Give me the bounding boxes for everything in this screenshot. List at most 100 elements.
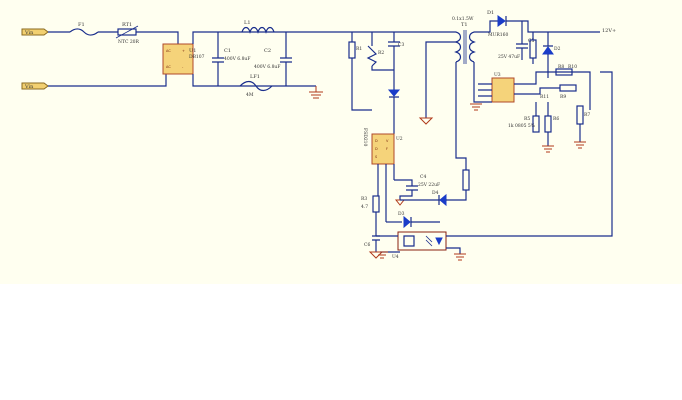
capacitor-c2-value: 400V 6.8uF bbox=[254, 64, 280, 70]
fuse-f1-label: F1 bbox=[78, 22, 85, 28]
ntc-rt1-value: NTC 20R bbox=[118, 39, 140, 45]
wire bbox=[351, 58, 372, 111]
ground-symbol bbox=[418, 117, 434, 125]
line-filter-lf1 bbox=[239, 80, 273, 92]
resistor-r3-value: 4.7 bbox=[361, 204, 368, 210]
svg-text:+: + bbox=[182, 49, 185, 53]
resistor-r3-label: R3 bbox=[361, 196, 367, 202]
resistor-r5-label: R5 bbox=[524, 116, 530, 122]
bridge-rectifier-u1: AC AC + - U1 DB107 bbox=[162, 43, 205, 75]
transformer-t1-label: T1 bbox=[461, 22, 468, 28]
chip-u3-label: U3 bbox=[494, 72, 501, 78]
resistor-r7 bbox=[576, 105, 584, 125]
inductor-l1-label: L1 bbox=[244, 20, 251, 26]
wire bbox=[48, 70, 167, 87]
ntc-arrow bbox=[115, 25, 139, 39]
wire-dc-bus bbox=[192, 31, 352, 44]
input-connector-1-label: Vin bbox=[24, 30, 34, 36]
wire bbox=[425, 41, 456, 56]
resistor-r5 bbox=[532, 115, 540, 133]
output-diode-d1-value: MUR160 bbox=[488, 32, 509, 38]
wire bbox=[455, 62, 467, 170]
svg-text:V: V bbox=[386, 139, 389, 143]
capacitor-c6 bbox=[372, 235, 380, 252]
diode-d4-label: D4 bbox=[432, 190, 439, 196]
optocoupler-u4-label: U4 bbox=[392, 254, 399, 260]
optocoupler-u4: U4 bbox=[392, 231, 447, 260]
chip-u3: U3 bbox=[491, 72, 515, 103]
resistor-r5-value: 1k 0805 5% bbox=[508, 123, 536, 129]
resistor-r8 bbox=[555, 68, 573, 76]
wire-dc-return bbox=[192, 74, 316, 87]
capacitor-c5 bbox=[516, 21, 528, 60]
inductor-l1 bbox=[241, 26, 275, 34]
wire bbox=[446, 247, 461, 254]
diode-d3-label: D3 bbox=[398, 211, 405, 217]
resistor-r6-label: R6 bbox=[553, 116, 559, 122]
controller-u2-label: U2 bbox=[396, 136, 403, 142]
line-filter-lf1-label: LF1 bbox=[250, 74, 260, 80]
resistor-r3 bbox=[372, 195, 380, 213]
ground-symbol bbox=[454, 253, 466, 261]
wire bbox=[438, 190, 467, 205]
svg-text:AC: AC bbox=[166, 65, 171, 69]
wire bbox=[410, 217, 440, 227]
resistor-r8-label: R8 bbox=[558, 64, 564, 70]
capacitor-c5-name: C5 bbox=[528, 38, 534, 44]
transformer-t1-spec: 0.1x1.5W bbox=[452, 16, 474, 22]
svg-text:S: S bbox=[375, 155, 378, 159]
resistor-aux bbox=[462, 169, 470, 191]
svg-text:F: F bbox=[386, 147, 388, 151]
bridge-part: DB107 bbox=[189, 54, 205, 60]
capacitor-c5-label: 25V 47uF bbox=[498, 54, 520, 60]
wire bbox=[514, 71, 591, 85]
ground-symbol bbox=[574, 141, 586, 149]
resistor-r7-label: R7 bbox=[584, 112, 590, 118]
ground-symbol bbox=[309, 86, 323, 99]
resistor-r1-label: R1 bbox=[356, 46, 362, 52]
bridge-label: U1 bbox=[189, 48, 196, 54]
schematic-sheet bbox=[0, 0, 682, 284]
capacitor-c1-value: 400V 6.8uF bbox=[224, 56, 250, 62]
wire bbox=[389, 96, 399, 134]
resistor-r2-label: R2 bbox=[378, 50, 384, 56]
input-connector-2-label: Vin bbox=[24, 84, 34, 90]
capacitor-c4 bbox=[394, 179, 418, 200]
wire bbox=[136, 31, 179, 44]
ntc-rt1-label: RT1 bbox=[122, 22, 132, 28]
resistor-r11-label: R11 bbox=[540, 94, 549, 100]
wire bbox=[474, 20, 498, 33]
capacitor-c1 bbox=[212, 32, 224, 86]
ground-symbol bbox=[470, 103, 482, 111]
transformer-t1: T1 0.1x1.5W bbox=[452, 16, 476, 64]
capacitor-c4-value: 25V 22uF bbox=[418, 182, 440, 188]
line-filter-lf1-pin: 4M bbox=[246, 92, 254, 98]
capacitor-c3-label: C3 bbox=[398, 42, 404, 48]
ground-symbol bbox=[376, 251, 388, 259]
input-connector-2: Vin bbox=[21, 82, 49, 90]
diode-d3 bbox=[403, 215, 411, 229]
svg-text:D: D bbox=[375, 147, 378, 151]
resistor-r1 bbox=[348, 41, 356, 59]
wire bbox=[514, 87, 560, 95]
output-label: 12V+ bbox=[602, 28, 616, 34]
clamp-diode bbox=[387, 89, 401, 97]
resistor-r10-label: R10 bbox=[568, 64, 577, 70]
svg-text:D: D bbox=[375, 139, 378, 143]
ground-symbol bbox=[542, 145, 554, 153]
capacitor-c1-label: C1 bbox=[224, 48, 231, 54]
wire bbox=[473, 62, 478, 103]
wire-output-positive bbox=[506, 20, 600, 33]
output-diode-d1 bbox=[497, 15, 506, 27]
capacitor-c3 bbox=[388, 32, 400, 70]
capacitor-c2 bbox=[280, 32, 292, 86]
capacitor-c4-label: C4 bbox=[420, 174, 426, 180]
resistor-r9-label: R9 bbox=[560, 94, 566, 100]
resistor-r6 bbox=[544, 115, 552, 133]
input-connector-1: Vin bbox=[21, 28, 49, 36]
svg-text:AC: AC bbox=[166, 49, 171, 53]
output-diode-d1-label: D1 bbox=[487, 10, 494, 16]
chip-u3-pins-left bbox=[478, 83, 492, 103]
